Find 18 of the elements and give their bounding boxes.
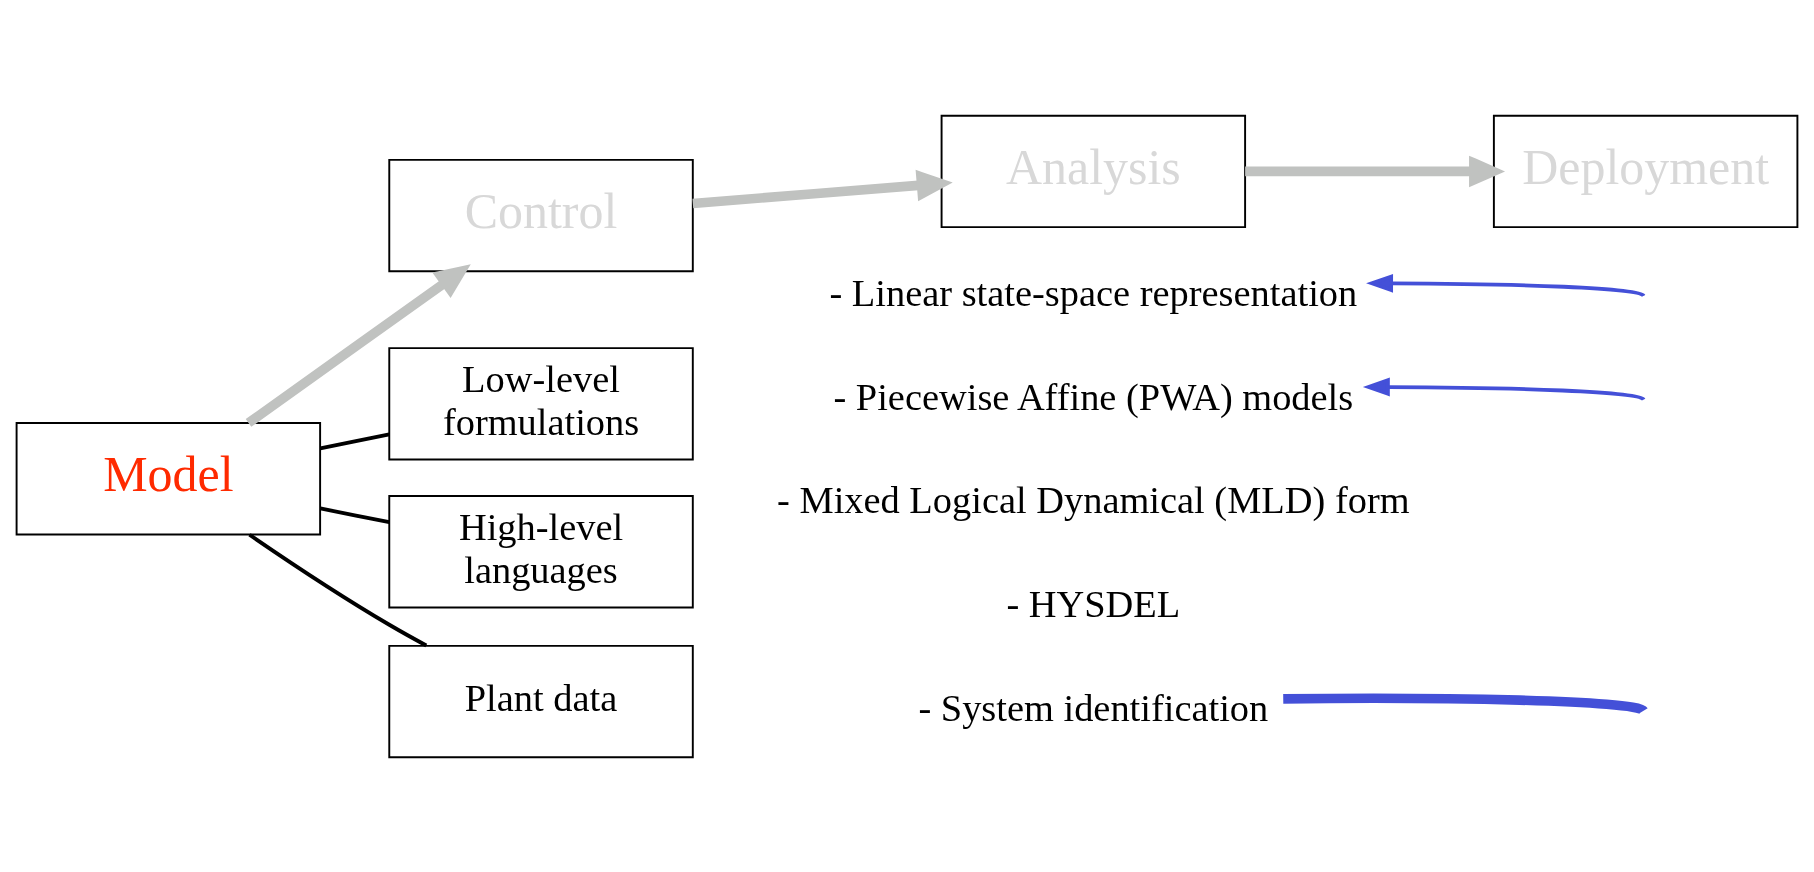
arrow xyxy=(692,169,953,208)
connector xyxy=(319,506,390,524)
arrow xyxy=(1366,273,1645,298)
node-text: - Piecewise Affine (PWA) models xyxy=(833,375,1354,418)
node-text: - Linear state-space representation xyxy=(829,271,1358,314)
arrow xyxy=(1245,155,1506,187)
node-text: - System identification xyxy=(918,686,1269,729)
node-box: Model xyxy=(15,421,322,535)
arrow xyxy=(1362,377,1645,401)
label: - Mixed Logical Dynamical (MLD) form xyxy=(777,478,1410,521)
arrow xyxy=(245,263,471,427)
connector xyxy=(248,532,428,647)
connector xyxy=(1283,692,1646,715)
node-box: High-level languages xyxy=(388,494,694,608)
node-box: Low-level formulations xyxy=(388,346,694,460)
node-box: Plant data xyxy=(388,644,694,758)
connector xyxy=(319,431,390,450)
label: - HYSDEL xyxy=(1006,582,1181,625)
